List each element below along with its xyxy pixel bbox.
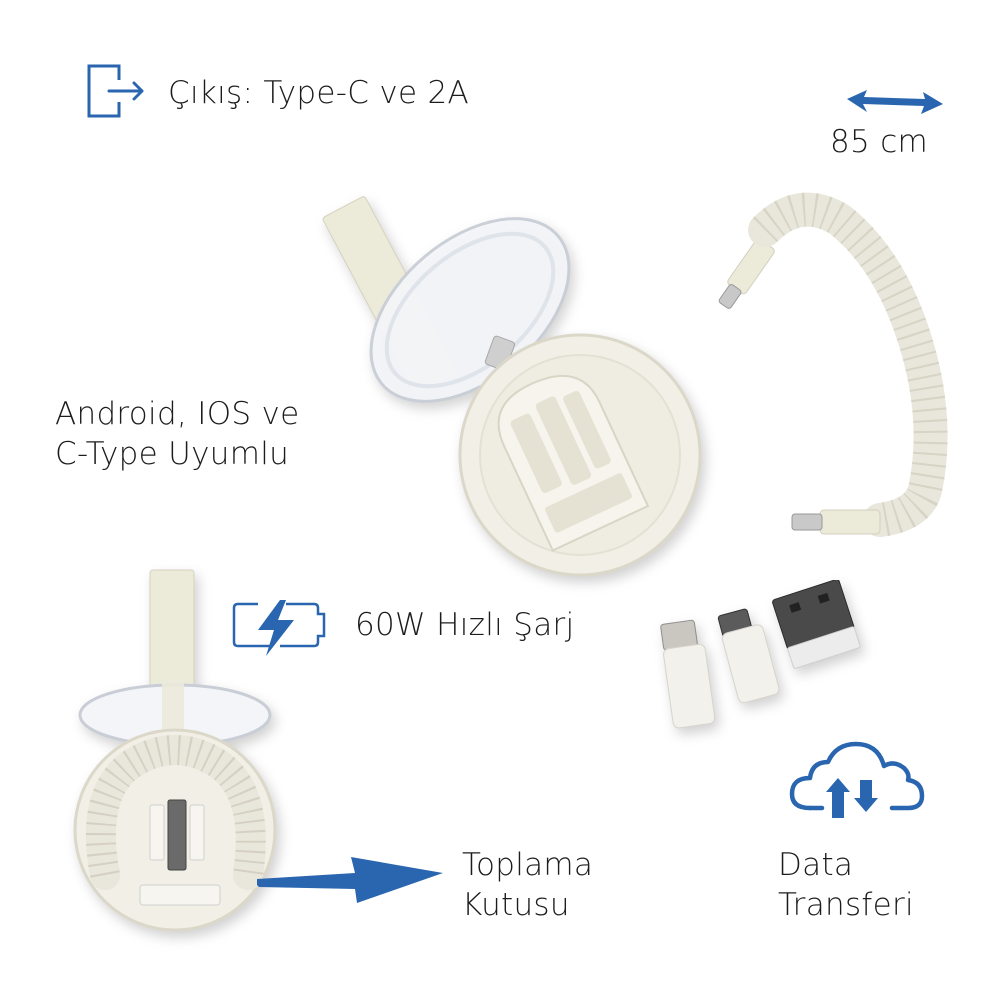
round-case-open-image: [322, 196, 702, 577]
usb-a-adapter: [772, 580, 861, 669]
charging-label: 60W Hızlı Şarj: [355, 607, 575, 643]
storage-line-1: Toplama: [462, 847, 594, 883]
adapters-image: [660, 580, 861, 729]
double-arrow-icon: [847, 90, 943, 114]
cloud-transfer-icon: [789, 741, 925, 818]
output-feature: [85, 62, 145, 120]
length-label: 85 cm: [830, 124, 929, 160]
micro-usb-adapter: [717, 608, 780, 704]
lightning-adapter: [660, 619, 716, 729]
battery-bolt-icon: [232, 600, 326, 656]
storage-line-2: Kutusu: [462, 887, 570, 923]
data-transfer-line-1: Data: [778, 847, 854, 883]
data-transfer-line-2: Transferi: [778, 887, 914, 923]
case-with-cable-image: [73, 569, 277, 932]
storage-label: Toplama Kutusu: [462, 845, 593, 925]
coiled-cable-image: [718, 192, 948, 537]
compatibility-line-2: C-Type Uyumlu: [55, 436, 290, 472]
output-label: Çıkış: Type-C ve 2A: [168, 75, 470, 111]
data-transfer-label: Data Transferi: [778, 845, 914, 925]
pointer-arrow-icon: [257, 857, 443, 903]
compatibility-line-1: Android, IOS ve: [55, 396, 300, 432]
compatibility-label: Android, IOS ve C-Type Uyumlu: [55, 394, 300, 474]
exit-arrow-icon: [87, 64, 144, 118]
